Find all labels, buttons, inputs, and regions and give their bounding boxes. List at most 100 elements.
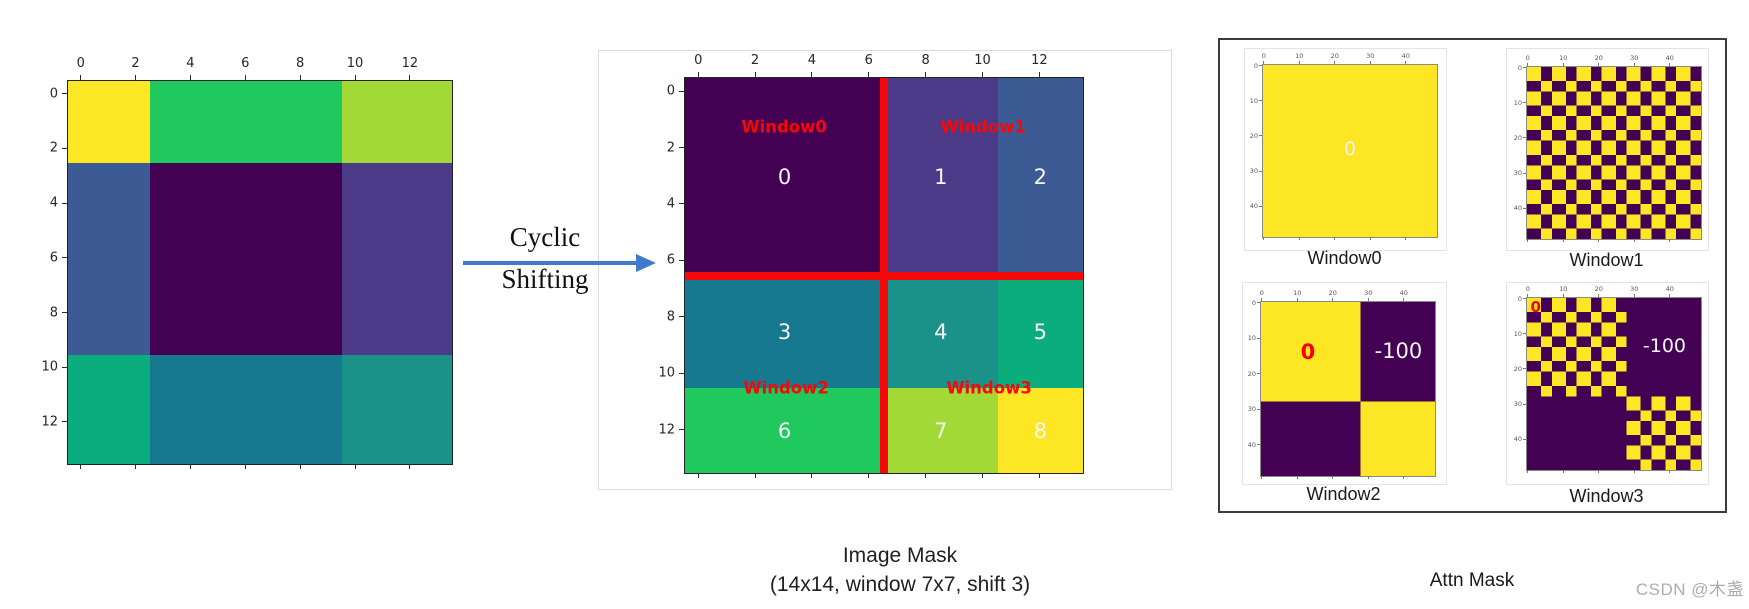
attn-mask-plot: 0 -100: [1260, 301, 1436, 477]
matrix-cell: 3: [685, 275, 884, 389]
mini-y-tick-label: 20: [1513, 133, 1522, 142]
matrix-cell: 5: [997, 275, 1083, 389]
window-divider-horizontal: [685, 271, 1083, 280]
x-tick-mark: [80, 75, 82, 80]
mini-x-tick-mark: [1296, 476, 1298, 479]
mini-x-tick-label: 0: [1259, 289, 1264, 297]
mini-x-tick-mark: [1669, 470, 1671, 473]
y-tick-label: 10: [41, 359, 58, 375]
mini-y-tick-label: 30: [1513, 400, 1522, 409]
matrix-cell: 2: [997, 78, 1083, 276]
x-tick-mark: [811, 72, 813, 77]
mini-x-tick-mark: [1633, 239, 1635, 242]
attn-mask-plot: 0-100: [1526, 297, 1702, 471]
image-mask-caption-line2: (14x14, window 7x7, shift 3): [769, 573, 1031, 596]
mini-x-tick-mark: [1405, 237, 1407, 240]
y-tick-mark: [679, 316, 684, 318]
x-tick-mark: [754, 72, 756, 77]
mini-y-tick-label: 40: [1513, 435, 1522, 444]
x-tick-mark: [299, 464, 301, 469]
y-tick-mark: [679, 147, 684, 149]
y-tick-mark: [679, 203, 684, 205]
mini-x-tick-mark: [1598, 470, 1600, 473]
region-value-label: 8: [1033, 418, 1048, 443]
mini-x-tick-label: 40: [1401, 52, 1410, 60]
mini-y-tick-mark: [1523, 333, 1526, 335]
matrix-cell: [150, 354, 343, 464]
mini-y-tick-mark: [1257, 408, 1260, 410]
x-tick-mark: [925, 473, 927, 478]
mini-x-tick-mark: [1633, 63, 1635, 66]
x-tick-label: 10: [974, 53, 991, 68]
mini-x-tick-mark: [1367, 298, 1369, 301]
y-tick-mark: [679, 259, 684, 261]
mini-x-tick-label: 20: [1330, 52, 1339, 60]
mask-value-annotation: -100: [1642, 335, 1687, 358]
mini-x-tick-mark: [1298, 61, 1300, 64]
y-tick-mark: [62, 421, 67, 423]
mini-y-tick-mark: [1523, 438, 1526, 440]
mini-x-tick-label: 30: [1366, 52, 1375, 60]
mini-y-tick-mark: [1523, 403, 1526, 405]
mini-y-tick-label: 20: [1249, 131, 1258, 140]
y-tick-mark: [62, 366, 67, 368]
x-tick-mark: [1038, 473, 1040, 478]
mini-x-tick-mark: [1562, 294, 1564, 297]
mini-x-tick-label: 20: [1594, 54, 1603, 62]
mini-x-tick-mark: [1369, 61, 1371, 64]
x-tick-mark: [811, 473, 813, 478]
x-tick-mark: [354, 75, 356, 80]
attn-mask-heatmap: [1527, 298, 1701, 470]
x-tick-label: 2: [131, 56, 140, 71]
mini-x-tick-mark: [1527, 63, 1529, 66]
matrix-cell: [68, 354, 151, 464]
mask-value-annotation: -100: [1374, 338, 1423, 363]
attn-mask-plot: 0: [1262, 64, 1438, 238]
attn-mask-heatmap: [1261, 302, 1435, 476]
cyclic-label-line2: Shifting: [501, 264, 589, 294]
mini-y-tick-mark: [1257, 373, 1260, 375]
x-tick-mark: [189, 464, 191, 469]
matrix-cell: [342, 163, 452, 355]
matrix-cell: 0: [685, 78, 884, 276]
attn-window-caption: Window2: [1306, 484, 1381, 504]
window-name-label: Window0: [741, 117, 827, 137]
attn-mask-caption: Attn Mask: [1429, 570, 1515, 591]
x-tick-mark: [925, 72, 927, 77]
mini-x-tick-mark: [1669, 294, 1671, 297]
x-tick-label: 10: [346, 56, 364, 71]
mini-y-tick-label: 20: [1247, 369, 1256, 378]
y-tick-label: 2: [49, 140, 58, 156]
mini-y-tick-label: 10: [1513, 329, 1522, 338]
mini-x-tick-mark: [1598, 294, 1600, 297]
mini-y-tick-mark: [1523, 67, 1526, 69]
x-tick-mark: [868, 473, 870, 478]
attn-window-caption: Window1: [1569, 250, 1644, 270]
mini-x-tick-label: 0: [1525, 54, 1530, 62]
mini-x-tick-mark: [1334, 61, 1336, 64]
y-tick-label: 4: [666, 196, 675, 212]
mini-x-tick-mark: [1669, 239, 1671, 242]
mini-x-tick-label: 30: [1630, 285, 1639, 293]
matrix-cell: [68, 163, 151, 355]
y-tick-label: 12: [41, 414, 58, 430]
mini-x-tick-label: 40: [1665, 54, 1674, 62]
mini-x-tick-label: 10: [1293, 289, 1302, 297]
mini-x-tick-label: 0: [1525, 285, 1530, 293]
x-tick-label: 6: [864, 53, 873, 68]
mini-y-tick-label: 0: [1517, 294, 1522, 303]
region-value-label: 3: [777, 319, 792, 344]
x-tick-mark: [697, 72, 699, 77]
mini-x-tick-label: 20: [1594, 285, 1603, 293]
mini-y-tick-label: 0: [1517, 63, 1522, 72]
y-tick-mark: [62, 147, 67, 149]
window-name-label: Window2: [743, 378, 829, 398]
mask-value-annotation: 0: [1300, 340, 1316, 365]
attn-window-caption: Window3: [1569, 486, 1644, 506]
x-tick-mark: [244, 75, 246, 80]
mini-y-tick-label: 10: [1249, 96, 1258, 105]
mini-x-tick-label: 20: [1328, 289, 1337, 297]
mini-y-tick-mark: [1259, 205, 1262, 207]
mini-x-tick-label: 40: [1399, 289, 1408, 297]
